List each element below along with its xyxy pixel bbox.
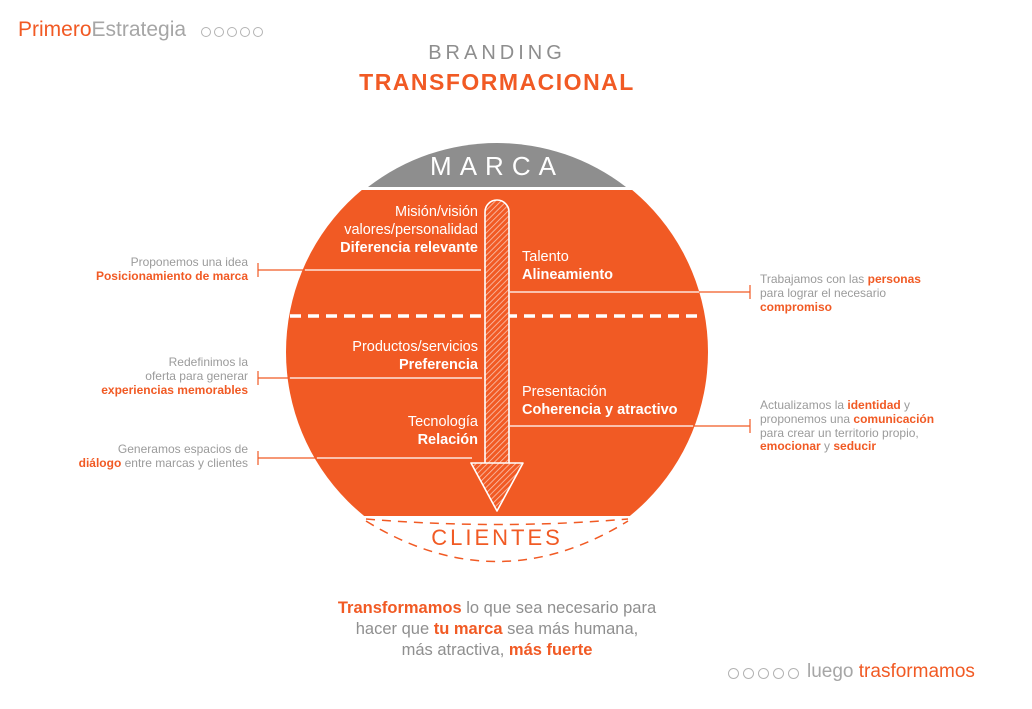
circle-icon [758, 668, 769, 679]
label-line-accent: compromiso [760, 299, 833, 314]
footer-dots [726, 662, 801, 684]
circle-icon [240, 27, 251, 37]
label-line: para lograr el necesario [760, 285, 887, 300]
inner-line-bold: Relación [417, 432, 478, 448]
marca-label: MARCA [430, 151, 564, 181]
inner-line: Presentación [522, 384, 607, 400]
circle-icon [773, 668, 784, 679]
inner-line: Talento [522, 249, 569, 265]
footer-trasformamos: trasformamos [858, 661, 975, 682]
clientes-label: CLIENTES [431, 525, 563, 550]
tagline-line: más atractiva, más fuerte [401, 641, 593, 659]
logo-primero: Primero [18, 18, 92, 41]
page-title: BRANDING TRANSFORMACIONAL [280, 42, 714, 96]
inner-line: Tecnología [407, 414, 478, 430]
circle-icon [227, 27, 238, 37]
label-line-accent: Posicionamiento de marca [95, 268, 248, 283]
logo-dots [200, 19, 265, 43]
label-line: Actualizamos la identidad y [760, 398, 911, 412]
transformation-arrow-shaft [484, 199, 510, 465]
inner-block-presentacion: Presentación Coherencia y atractivo [522, 383, 678, 419]
left-label-posicionamiento: Proponemos una idea Posicionamiento de m… [95, 255, 248, 284]
label-line-accent: experiencias memorables [101, 382, 248, 397]
inner-connector-lines [289, 269, 700, 459]
tagline: Transformamos lo que sea necesario para … [280, 598, 714, 661]
tagline-line: Transformamos lo que sea necesario para [337, 599, 657, 617]
circle-icon [201, 27, 212, 37]
inner-line-bold: Coherencia y atractivo [522, 402, 678, 418]
footer-tagline: luego trasformamos [726, 661, 975, 684]
circle-icon [743, 668, 754, 679]
right-label-identidad: Actualizamos la identidad y proponemos u… [760, 398, 935, 454]
inner-block-mision: Misión/visión valores/personalidad Difer… [340, 203, 478, 257]
outer-connector-lines [257, 263, 751, 465]
left-label-experiencias: Redefinimos la oferta para generar exper… [101, 355, 248, 397]
transformation-arrow-head [470, 462, 524, 512]
left-label-dialogo: Generamos espacios de diálogo entre marc… [78, 442, 248, 471]
footer-luego: luego [807, 661, 854, 682]
inner-block-productos: Productos/servicios Preferencia [352, 338, 478, 374]
circle-icon [788, 668, 799, 679]
circle-icon [253, 27, 264, 37]
inner-line: valores/personalidad [344, 222, 478, 238]
label-line: proponemos una comunicación [760, 411, 935, 426]
title-transformacional: TRANSFORMACIONAL [359, 69, 635, 95]
inner-line-bold: Preferencia [399, 357, 478, 373]
inner-line: Productos/servicios [352, 339, 478, 355]
label-line: Trabajamos con las personas [760, 272, 921, 286]
label-line: emocionar y seducir [760, 439, 877, 454]
logo: PrimeroEstrategia [18, 18, 265, 43]
label-line: para crear un territorio propio, [760, 425, 919, 440]
inner-block-talento: Talento Alineamiento [522, 248, 613, 284]
inner-line-bold: Diferencia relevante [340, 240, 478, 256]
right-label-personas: Trabajamos con las personas para lograr … [760, 272, 921, 314]
inner-block-tecnologia: Tecnología Relación [408, 413, 478, 449]
clientes-dashed-arc [365, 518, 629, 563]
inner-line-bold: Alineamiento [522, 267, 614, 283]
label-line: diálogo entre marcas y clientes [78, 455, 248, 470]
circle-icon [214, 27, 225, 37]
marca-dome [368, 142, 626, 187]
label-line: Generamos espacios de [117, 442, 248, 456]
logo-estrategia: Estrategia [91, 18, 187, 41]
title-branding: BRANDING [428, 42, 566, 64]
label-line: Proponemos una idea [130, 255, 248, 269]
circle-icon [728, 668, 739, 679]
label-line: oferta para generar [145, 368, 248, 383]
inner-line: Misión/visión [395, 204, 478, 220]
label-line: Redefinimos la [168, 355, 248, 369]
tagline-line: hacer que tu marca sea más humana, [355, 620, 639, 638]
